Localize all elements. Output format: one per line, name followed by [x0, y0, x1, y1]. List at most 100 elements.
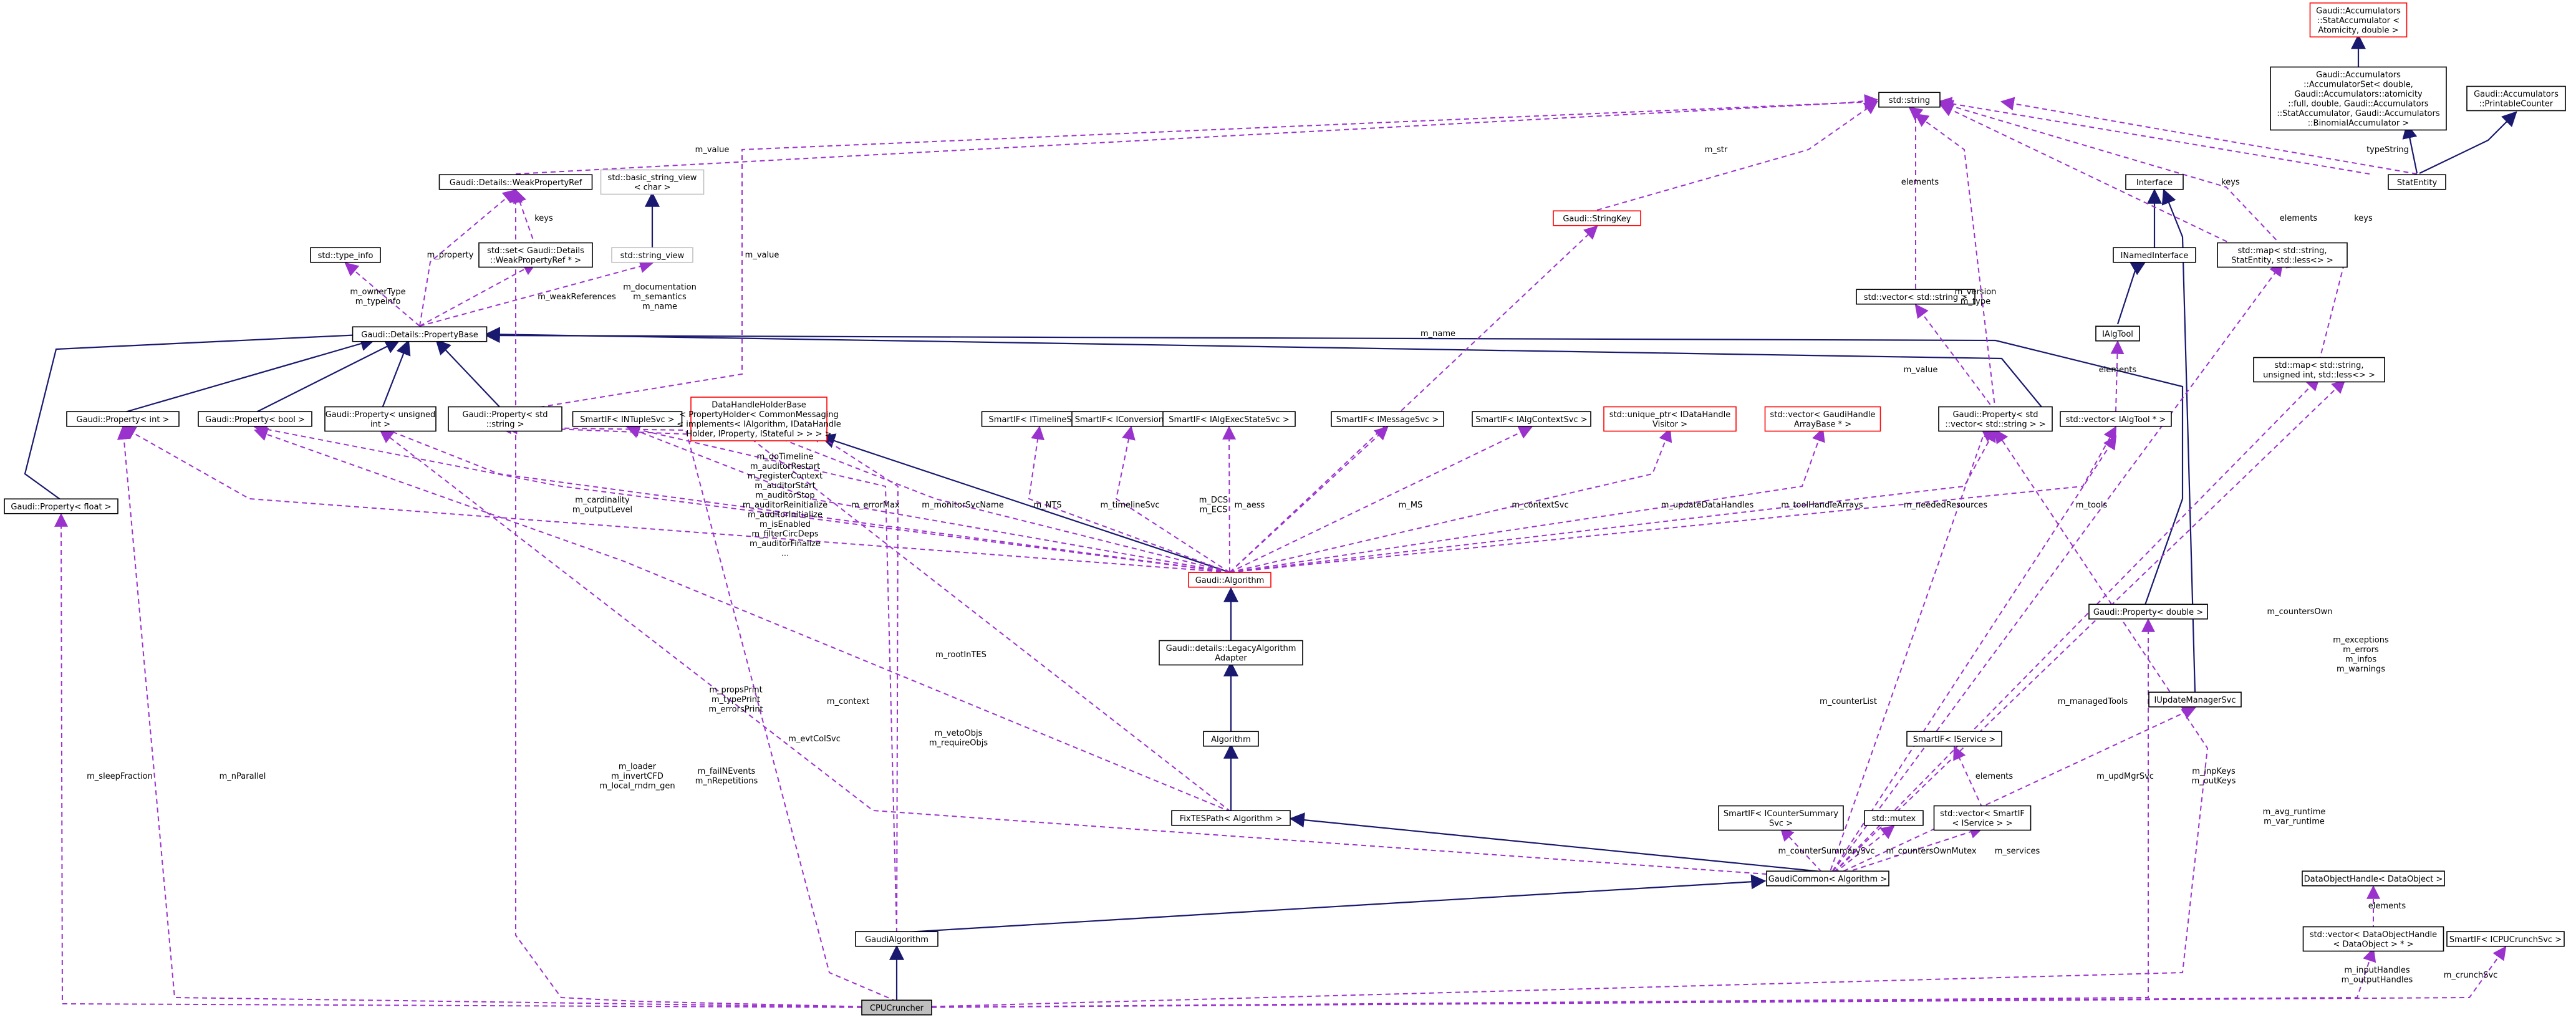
edge-label-l-needed: m_neededResources — [1904, 501, 1988, 510]
class-node-vecsvc[interactable]: std::vector< SmartIF< IService > > — [1933, 805, 2032, 831]
usage-edge — [1596, 100, 1878, 211]
usage-edge — [122, 426, 1230, 573]
class-node-ialgtool[interactable]: IAlgTool — [2095, 325, 2140, 342]
class-node-vecstr[interactable]: std::vector< std::string > — [1856, 289, 1975, 305]
class-node-pvecstr[interactable]: Gaudi::Property< std::vector< std::strin… — [1938, 406, 2053, 432]
class-node-isvc[interactable]: SmartIF< IService > — [1906, 731, 2002, 747]
node-box — [66, 411, 180, 427]
class-node-iconv[interactable]: SmartIF< IConversionSvc > — [1071, 411, 1191, 427]
node-label-line: SmartIF< IConversionSvc > — [1075, 415, 1188, 425]
class-node-mutex[interactable]: std::mutex — [1864, 810, 1924, 826]
node-box — [611, 247, 693, 263]
class-node-statentity[interactable]: StatEntity — [2388, 174, 2446, 190]
class-node-setweak[interactable]: std::set< Gaudi::Details::WeakPropertyRe… — [478, 242, 593, 268]
class-node-pint[interactable]: Gaudi::Property< int > — [66, 411, 180, 427]
node-label-line: SmartIF< IAlgContextSvc > — [1475, 415, 1587, 425]
usage-edge — [1953, 746, 1983, 809]
class-node-fixtes[interactable]: FixTESPath< Algorithm > — [1171, 810, 1291, 826]
edge-label-line: m_ECS — [1200, 506, 1228, 515]
node-label-line: < implements< IAlgorithm, IDataHandle — [677, 420, 841, 430]
class-node-galgorithm[interactable]: GaudiAlgorithm — [855, 931, 938, 947]
class-node-sv[interactable]: std::string_view — [611, 247, 693, 263]
class-node-mapuint[interactable]: std::map< std::string,unsigned int, std:… — [2253, 357, 2385, 383]
edge-label-line: m_evtColSvc — [788, 734, 841, 744]
class-node-pfloat[interactable]: Gaudi::Property< float > — [4, 498, 118, 514]
class-node-pstr[interactable]: Gaudi::Property< std::string > — [448, 406, 562, 432]
edge-label-line: elements — [1901, 178, 1939, 187]
class-node-vecialgtool[interactable]: std::vector< IAlgTool * > — [2060, 411, 2172, 427]
class-node-mapstat[interactable]: std::map< std::string,StatEntity, std::l… — [2217, 242, 2348, 268]
class-node-icrunch[interactable]: SmartIF< ICPUCrunchSvc > — [2446, 931, 2565, 947]
edge-label-line: m_auditorStart — [755, 481, 815, 491]
edge-label-l-toolarrays: m_toolHandleArrays — [1781, 501, 1863, 510]
class-node-cpucruncher[interactable]: CPUCruncher — [861, 999, 932, 1016]
inheritance-edge — [122, 336, 376, 414]
class-node-pbool[interactable]: Gaudi::Property< bool > — [198, 411, 312, 427]
edge-label-l-countersownmutex: m_countersOwnMutex — [1886, 847, 1976, 856]
edge-label-l-dotimeline: m_doTimelinem_auditorRestartm_registerCo… — [743, 452, 827, 558]
class-node-weakref[interactable]: Gaudi::Details::WeakPropertyRef — [438, 174, 593, 190]
edge-label-l-crunchsvc: m_crunchSvc — [2444, 971, 2498, 980]
usage-edge — [1827, 825, 1984, 879]
class-node-ntuple[interactable]: SmartIF< INTupleSvc > — [572, 411, 683, 427]
class-node-dhhb[interactable]: DataHandleHolderBase< PropertyHolder< Co… — [677, 397, 841, 441]
node-box — [1171, 810, 1291, 826]
class-node-iupdate[interactable]: IUpdateManagerSvc — [2148, 691, 2242, 708]
usage-edge — [2110, 340, 2125, 412]
class-node-ictx[interactable]: SmartIF< IAlgContextSvc > — [1472, 411, 1591, 427]
edge-label-l-property: m_property — [427, 251, 474, 260]
class-node-pdouble[interactable]: Gaudi::Property< double > — [2088, 604, 2208, 620]
edge-label-l-services: m_services — [1995, 847, 2040, 856]
edge-label-l-timeline: m_timelineSvc — [1100, 501, 1159, 510]
class-node-interface[interactable]: Interface — [2125, 174, 2184, 190]
class-node-vecdoh[interactable]: std::vector< DataObjectHandle< DataObjec… — [2302, 926, 2444, 952]
node-box — [1553, 210, 1641, 226]
class-node-typeinfo[interactable]: std::type_info — [310, 247, 381, 263]
inheritance-edge — [24, 327, 376, 501]
edge-label-l-value3: m_value — [1904, 365, 1938, 375]
class-node-stdstring[interactable]: std::string — [1878, 92, 1941, 108]
usage-edge — [419, 262, 537, 327]
edge-label-line: m_doTimeline — [757, 452, 814, 461]
class-node-dohandle[interactable]: DataObjectHandle< DataObject > — [2302, 870, 2445, 887]
node-box — [198, 411, 312, 427]
node-box — [1864, 810, 1924, 826]
node-label-line: ::AccumulatorSet< double, — [2303, 80, 2413, 90]
class-node-algorithm[interactable]: Algorithm — [1203, 731, 1259, 747]
class-node-acc-sta[interactable]: Gaudi::Accumulators::StatAccumulator <At… — [2309, 2, 2408, 38]
edge-label-line: m_sleepFraction — [87, 772, 153, 781]
edge-label-l-elements2: elements — [2280, 214, 2318, 223]
class-node-itimeline[interactable]: SmartIF< ITimelineSvc > — [981, 411, 1098, 427]
class-node-printable[interactable]: Gaudi::Accumulators::PrintableCounter — [2466, 85, 2566, 112]
inheritance-edge — [2116, 261, 2147, 325]
class-node-propbase[interactable]: Gaudi::Details::PropertyBase — [352, 326, 488, 342]
class-node-acc-set[interactable]: Gaudi::Accumulators::AccumulatorSet< dou… — [2270, 66, 2447, 131]
class-node-bsv[interactable]: std::basic_string_view< char > — [600, 169, 705, 195]
class-node-iexec[interactable]: SmartIF< IAlgExecStateSvc > — [1162, 411, 1296, 427]
node-label-line: ::WeakPropertyRef * > — [490, 256, 581, 266]
usage-edge — [1939, 100, 2283, 247]
class-node-imsg[interactable]: SmartIF< IMessageSvc > — [1331, 411, 1444, 427]
usage-edge — [419, 259, 654, 327]
usage-edge — [1827, 825, 1895, 879]
node-label-line: FixTESPath< Algorithm > — [1180, 814, 1283, 824]
class-node-algorithm-g[interactable]: Gaudi::Algorithm — [1188, 572, 1271, 588]
node-label-line: Gaudi::Accumulators — [2474, 90, 2559, 99]
class-node-gcommon[interactable]: GaudiCommon< Algorithm > — [1766, 870, 1889, 887]
node-box — [2309, 2, 2408, 38]
node-box — [2060, 411, 2172, 427]
class-node-stringkey[interactable]: Gaudi::StringKey — [1553, 210, 1641, 226]
node-label-line: < DataObject > * > — [2333, 940, 2413, 950]
node-box — [1603, 406, 1737, 432]
edge-label-l-elements4: elements — [1975, 772, 2014, 781]
class-node-inamed[interactable]: INamedInterface — [2113, 247, 2196, 263]
edge-label-line: m_auditorFinalize — [750, 539, 821, 549]
node-label-line: Gaudi::Accumulators — [2316, 6, 2401, 16]
